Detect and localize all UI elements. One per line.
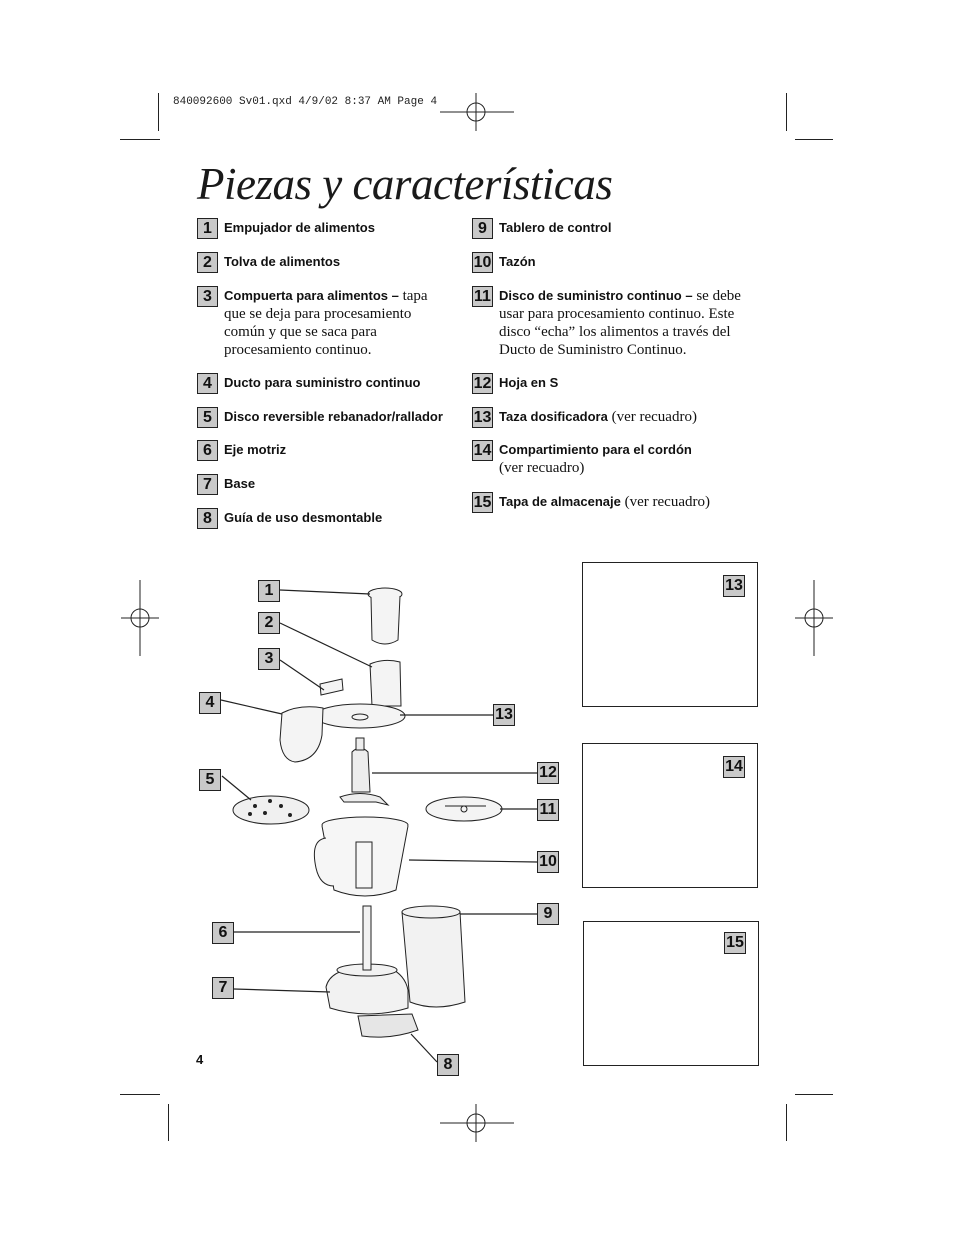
callout-1: 1 [258,580,280,602]
continuous-feed-disc-drawing [426,797,502,821]
inset-box-cord-storage: 14 [582,743,758,888]
callout-10: 10 [537,851,559,873]
callout-2: 2 [258,612,280,634]
slicing-disc-drawing [233,796,309,824]
registration-target-left [121,580,159,656]
callout-6: 6 [212,922,234,944]
callout-4: 4 [199,692,221,714]
inset-label: 15 [724,932,746,954]
s-blade-drawing [340,738,388,805]
callout-3: 3 [258,648,280,670]
callout-5: 5 [199,769,221,791]
inset-label: 14 [723,756,745,778]
callout-9: 9 [537,903,559,925]
feed-tube-lid-drawing [280,660,405,762]
bowl-drawing [314,817,408,896]
registration-target-top [440,93,514,131]
inset-label: 13 [723,575,745,597]
registration-target-bottom [440,1104,514,1142]
inset-box-measuring-cup: 13 [582,562,758,707]
callout-13: 13 [493,704,515,726]
callout-11: 11 [537,799,559,821]
motor-base-drawing [326,906,465,1037]
registration-target-right [795,580,833,656]
callout-12: 12 [537,762,559,784]
callout-8: 8 [437,1054,459,1076]
callout-7: 7 [212,977,234,999]
inset-box-storage-lid: 15 [583,921,759,1066]
food-pusher-drawing [368,588,402,644]
page-number: 4 [196,1052,203,1067]
